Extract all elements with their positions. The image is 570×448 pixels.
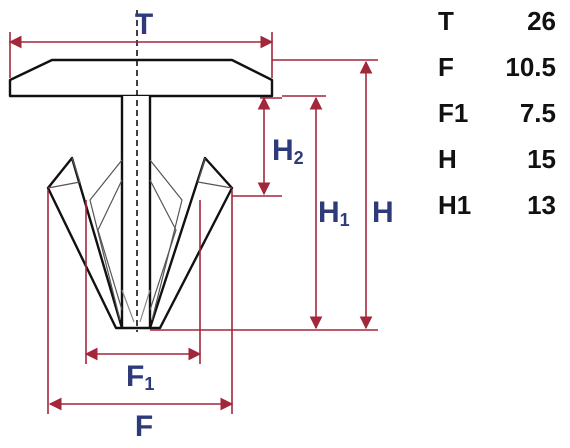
spec-value: 13	[527, 190, 556, 220]
label-H2-sub: 2	[294, 148, 304, 168]
spec-key: H	[438, 144, 457, 174]
label-T: T	[135, 8, 153, 41]
clip-right-wing	[148, 156, 234, 330]
spec-row: H 15	[432, 140, 566, 186]
label-F: F	[135, 410, 153, 443]
clip-shank	[120, 96, 152, 330]
label-H2: H2	[272, 134, 304, 168]
spec-value: 15	[527, 144, 556, 174]
spec-value: 7.5	[519, 98, 556, 128]
label-H: H	[372, 196, 394, 229]
label-H1-base: H	[318, 196, 340, 229]
spec-key: F	[438, 52, 454, 82]
dimension-lines	[8, 32, 378, 414]
spec-key: T	[438, 6, 454, 36]
label-F1: F1	[126, 360, 154, 394]
clip-head	[8, 58, 274, 98]
label-H1: H1	[318, 196, 350, 230]
spec-value: 10.5	[505, 52, 556, 82]
spec-value: 26	[527, 6, 556, 36]
spec-key: F1	[438, 98, 469, 128]
clip-body	[8, 58, 274, 330]
spec-row: H1 13	[432, 186, 566, 232]
spec-row: T 26	[432, 2, 566, 48]
spec-row: F 10.5	[432, 48, 566, 94]
clip-left-wing	[46, 156, 124, 330]
spec-key: H1	[438, 190, 472, 220]
clip-ribs	[47, 157, 233, 323]
label-H2-base: H	[272, 134, 294, 167]
spec-table: T 26 F 10.5 F1 7.5 H 15 H1 13	[432, 2, 566, 232]
label-H1-sub: 1	[340, 210, 350, 230]
label-F1-base: F	[126, 360, 144, 393]
spec-row: F1 7.5	[432, 94, 566, 140]
label-F1-sub: 1	[144, 374, 154, 394]
